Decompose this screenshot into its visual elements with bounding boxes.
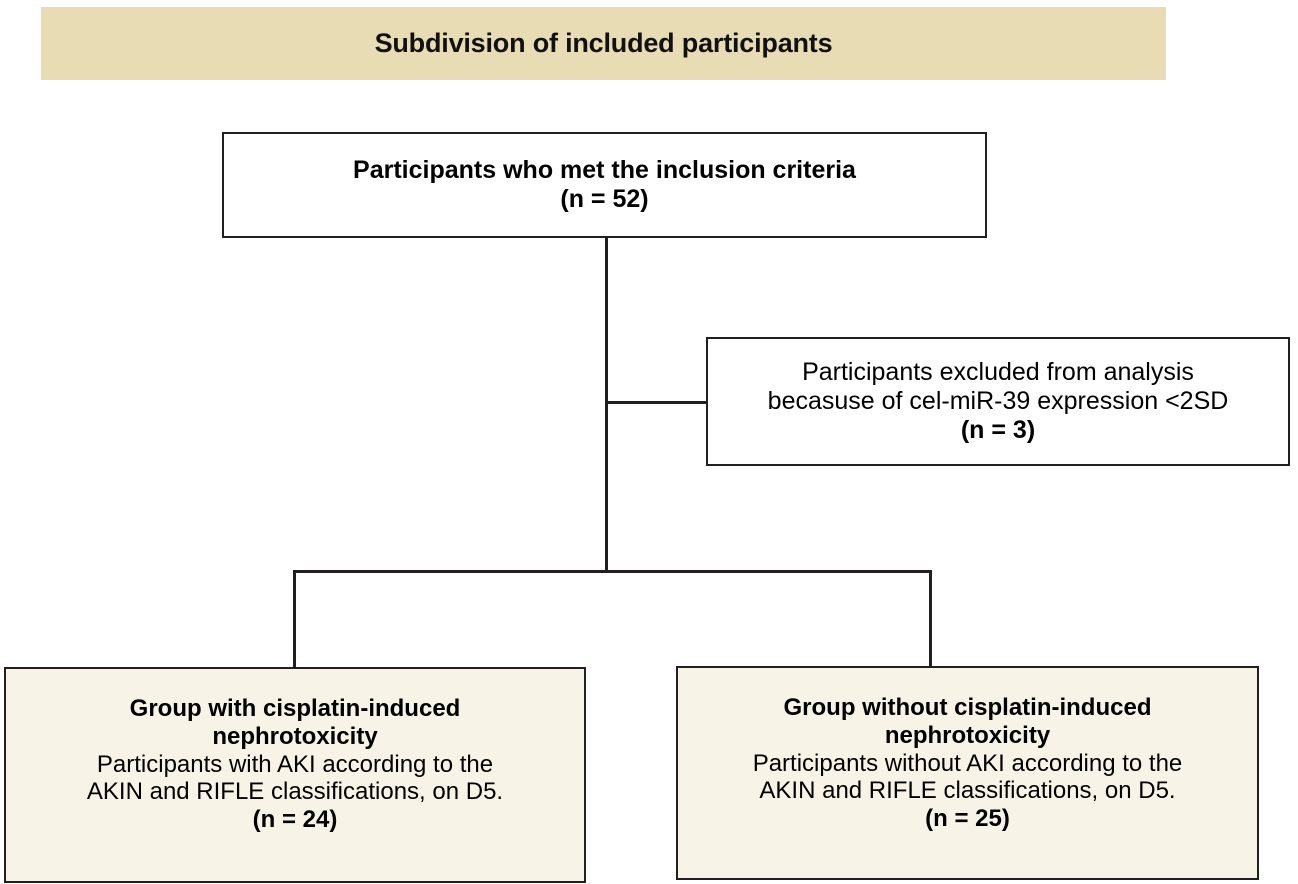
title-banner: Subdivision of included participants <box>41 7 1166 80</box>
node-group-with: Group with cisplatin-induced nephrotoxic… <box>4 667 586 883</box>
node-excluded-count: (n = 3) <box>960 416 1036 444</box>
node-group-with-heading-line1: Group with cisplatin-induced <box>129 695 461 722</box>
page-title: Subdivision of included participants <box>374 28 833 58</box>
node-group-without: Group without cisplatin-induced nephroto… <box>676 666 1259 880</box>
node-group-with-detail-line2: AKIN and RIFLE classifications, on D5. <box>86 778 504 806</box>
connector-drop-left <box>293 570 296 669</box>
node-group-without-heading-line2: nephrotoxicity <box>884 721 1051 749</box>
node-root: Participants who met the inclusion crite… <box>222 132 987 238</box>
node-group-without-count: (n = 25) <box>925 805 1010 833</box>
node-excluded-label-line2: becasuse of cel-miR-39 expression <2SD <box>767 387 1229 415</box>
node-group-with-detail-line1: Participants with AKI according to the <box>96 750 494 778</box>
node-excluded: Participants excluded from analysis beca… <box>706 337 1290 466</box>
node-root-count: (n = 52) <box>560 185 649 213</box>
node-group-without-detail-line1: Participants without AKI according to th… <box>752 749 1183 777</box>
connector-root-spine <box>605 238 608 573</box>
connector-drop-right <box>929 570 932 669</box>
node-root-label: Participants who met the inclusion crite… <box>353 156 856 184</box>
node-group-without-heading-line1: Group without cisplatin-induced <box>783 694 1152 721</box>
connector-split-bar <box>293 570 932 573</box>
node-excluded-label-line1: Participants excluded from analysis <box>802 358 1194 386</box>
node-group-without-detail-line2: AKIN and RIFLE classifications, on D5. <box>759 777 1176 805</box>
node-group-with-heading-line2: nephrotoxicity <box>212 722 378 750</box>
connector-to-excluded <box>605 401 708 404</box>
node-group-with-count: (n = 24) <box>252 806 338 834</box>
